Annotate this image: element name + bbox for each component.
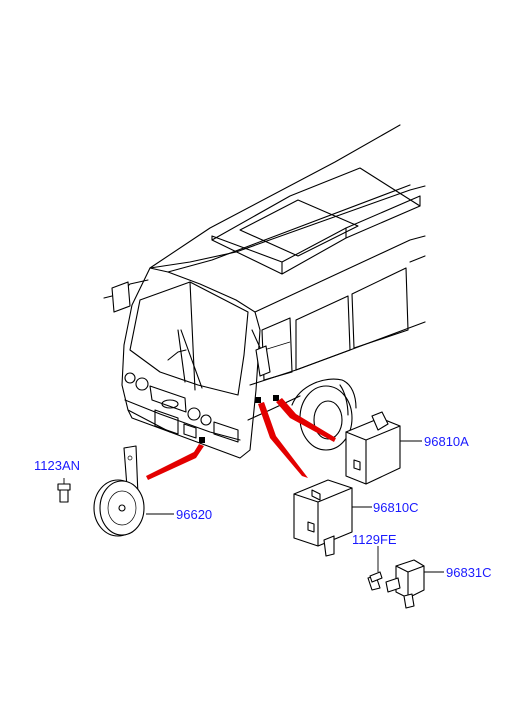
arrow-to-unit-a	[276, 398, 336, 442]
label-96831C[interactable]: 96831C	[446, 565, 492, 580]
label-1123AN[interactable]: 1123AN	[34, 458, 80, 473]
leader-lines	[146, 440, 444, 573]
label-96810C[interactable]: 96810C	[373, 500, 419, 515]
label-96620[interactable]: 96620	[176, 507, 212, 522]
arrow-to-horn	[146, 444, 204, 480]
control-unit-c[interactable]	[293, 479, 353, 557]
label-1129FE[interactable]: 1129FE	[352, 532, 397, 547]
relay-part[interactable]	[385, 559, 425, 609]
bolt-right-part[interactable]	[367, 546, 383, 591]
location-arrows	[146, 398, 336, 480]
label-96810A[interactable]: 96810A	[424, 434, 469, 449]
horn-part[interactable]	[93, 445, 145, 537]
control-unit-a[interactable]	[345, 411, 401, 485]
bolt-left-part[interactable]	[57, 478, 71, 503]
bus-illustration	[103, 124, 426, 459]
arrow-to-unit-c	[258, 402, 308, 478]
